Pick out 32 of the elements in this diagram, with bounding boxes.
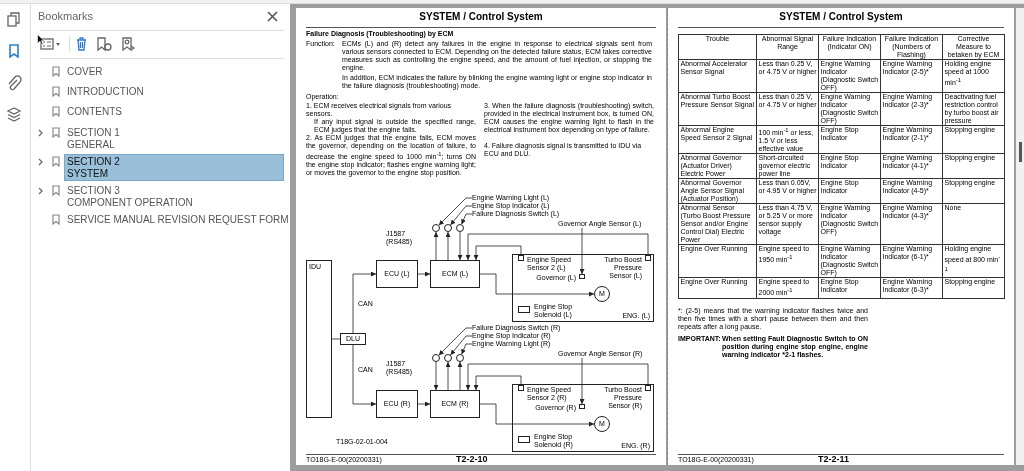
connector-line	[331, 338, 341, 340]
lamp-symbol	[432, 224, 440, 232]
page-header: SYSTEM / Control System	[418, 13, 544, 21]
bookmark-label: SECTION 1	[67, 127, 120, 139]
bookmark-label: INTRODUCTION	[67, 86, 144, 98]
engine-box	[512, 384, 654, 452]
lamp-symbol	[432, 354, 440, 362]
page-number: T2-2-10	[456, 455, 489, 463]
solenoid-symbol	[518, 306, 530, 313]
panel-title: Bookmarks	[38, 10, 94, 22]
lamp-symbol	[444, 224, 452, 232]
page-number: T2-2-11	[818, 455, 851, 463]
bookmark-label: SECTION 3	[67, 185, 120, 197]
bookmark-label: SYSTEM	[67, 168, 109, 180]
lamp-symbol	[444, 354, 452, 362]
page-header: SYSTEM / Control System	[778, 13, 904, 21]
bookmark-label: COMPONENT OPERATION	[67, 197, 193, 209]
bookmark-label: GENERAL	[67, 139, 115, 151]
sensor-symbol	[645, 255, 651, 261]
lamp-symbol	[456, 354, 464, 362]
bookmark-label: CONTENTS	[67, 106, 122, 118]
sensor-symbol	[579, 274, 585, 279]
solenoid-symbol	[518, 436, 530, 443]
lamp-symbol	[456, 224, 464, 232]
bookmark-label: SERVICE MANUAL REVISION REQUEST FORM	[67, 214, 289, 226]
sensor-symbol	[645, 385, 651, 391]
bookmark-label: COVER	[67, 66, 103, 78]
bookmark-label: SECTION 2	[67, 156, 120, 168]
sensor-symbol	[518, 385, 524, 391]
engine-box	[512, 254, 654, 322]
sensor-symbol	[518, 255, 524, 261]
sensor-symbol	[579, 404, 585, 409]
